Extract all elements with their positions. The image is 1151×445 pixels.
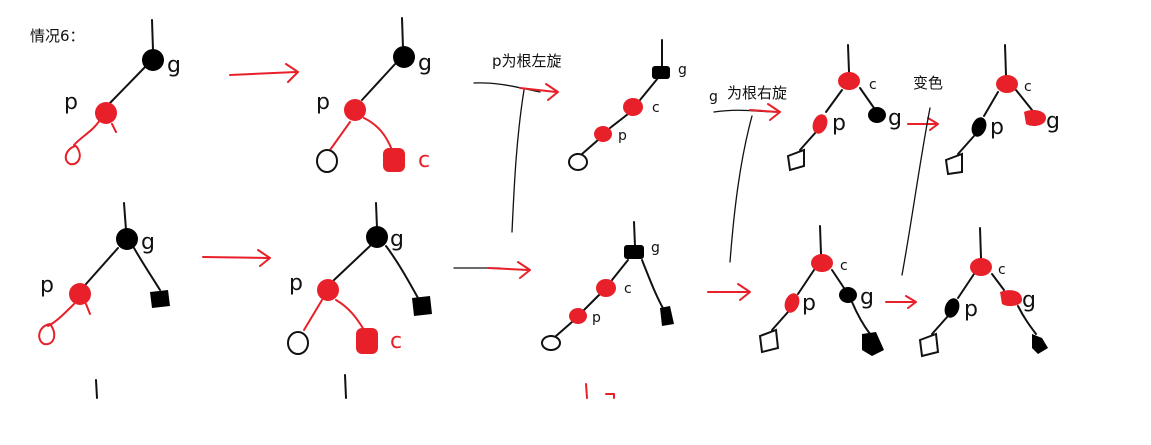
null-leaf (64, 145, 81, 166)
label-g: g (1046, 109, 1060, 134)
tree-bottom-1: g p (38, 202, 170, 346)
stray-mark (344, 374, 347, 399)
node-c-red (970, 258, 992, 276)
node-p-red (69, 283, 91, 305)
null-leaf (758, 328, 780, 354)
label-p: p (964, 297, 978, 322)
node-u-black (412, 296, 432, 316)
stray-mark (95, 379, 98, 399)
label-g: g (418, 51, 432, 76)
label-p: p (289, 271, 303, 296)
label-p: p (832, 111, 846, 136)
label-p: p (40, 273, 54, 298)
label-c: c (1024, 79, 1032, 95)
node-c-red (383, 148, 405, 172)
label-c: c (418, 148, 430, 173)
arrow-icon (229, 63, 299, 83)
label-p: p (990, 115, 1004, 140)
node-c-red (996, 75, 1018, 93)
node-g-black (624, 245, 644, 259)
tree-bottom-5: c p g (918, 227, 1048, 358)
label-c: c (624, 281, 632, 297)
tree-bottom-3: g c p (541, 221, 674, 351)
label-c: c (652, 100, 660, 116)
node-g-black (142, 49, 164, 71)
label-g: g (888, 106, 902, 131)
node-c-red (623, 98, 643, 116)
case-label: 情况6： (30, 27, 85, 45)
label-c: c (998, 262, 1006, 278)
tree-top-4: c p g (786, 44, 902, 172)
node-c-red (838, 72, 860, 90)
label-p: p (802, 291, 816, 316)
node-u-black (660, 306, 674, 326)
label-p: p (592, 310, 601, 326)
node-p-red (344, 99, 366, 121)
node-c-red (596, 279, 616, 297)
label-g: g (167, 53, 181, 78)
node-g-red (1024, 110, 1046, 126)
node-p-red (569, 308, 587, 324)
tree-bottom-4: c p g (758, 225, 884, 356)
label-p: p (64, 90, 78, 115)
null-leaf (568, 153, 588, 171)
arrow-icon (707, 283, 751, 301)
label-g: g (390, 227, 404, 252)
label-g: g (678, 62, 687, 78)
node-g-red (1000, 290, 1022, 307)
node-g-black (868, 107, 886, 123)
tree-top-5: c p g (944, 44, 1060, 176)
node-g-black (366, 226, 388, 248)
node-u-black (150, 290, 170, 308)
null-leaf (541, 335, 561, 351)
label-g: g (651, 240, 660, 256)
node-u-black (1032, 334, 1048, 354)
node-g-black (393, 46, 415, 68)
node-p-red (317, 279, 339, 301)
caption-g-right-rotate: 为根右旋 (727, 84, 787, 102)
label-g: g (141, 230, 155, 255)
label-c: c (390, 329, 402, 354)
arrow-icon (487, 261, 531, 279)
tree-top-3: g c p (568, 39, 687, 171)
node-p-black (944, 298, 960, 318)
caption-recolor: 变色 (913, 74, 943, 92)
node-c-red (356, 328, 378, 354)
node-c-red (811, 254, 833, 272)
null-leaf (944, 152, 963, 176)
node-g-black (116, 228, 138, 250)
tree-top-2: g p c (316, 17, 432, 173)
node-g-black (839, 287, 857, 303)
label-p: p (618, 128, 627, 144)
tree-bottom-2: g p c (287, 202, 432, 355)
null-leaf (316, 149, 338, 173)
arrow-icon (202, 249, 271, 267)
null-leaf (786, 148, 805, 172)
arrow-icon (885, 295, 917, 309)
label-g: g (860, 285, 874, 310)
label-p: p (316, 90, 330, 115)
stray-mark (585, 383, 615, 399)
label-c: c (840, 258, 848, 274)
null-leaf (287, 331, 309, 355)
node-p-red (784, 293, 800, 313)
tree-top-1: g p (64, 19, 181, 166)
node-u-black (862, 332, 884, 356)
node-g-black (652, 66, 670, 79)
node-p-red (812, 114, 828, 134)
null-leaf (38, 323, 56, 346)
node-p-red (594, 126, 612, 142)
null-leaf (918, 332, 940, 358)
caption-g-label: g (709, 89, 718, 105)
node-p-black (971, 117, 987, 137)
label-g: g (1022, 288, 1036, 313)
caption-p-left-rotate: p为根左旋 (492, 52, 562, 70)
node-p-red (95, 102, 117, 124)
label-c: c (869, 77, 877, 93)
